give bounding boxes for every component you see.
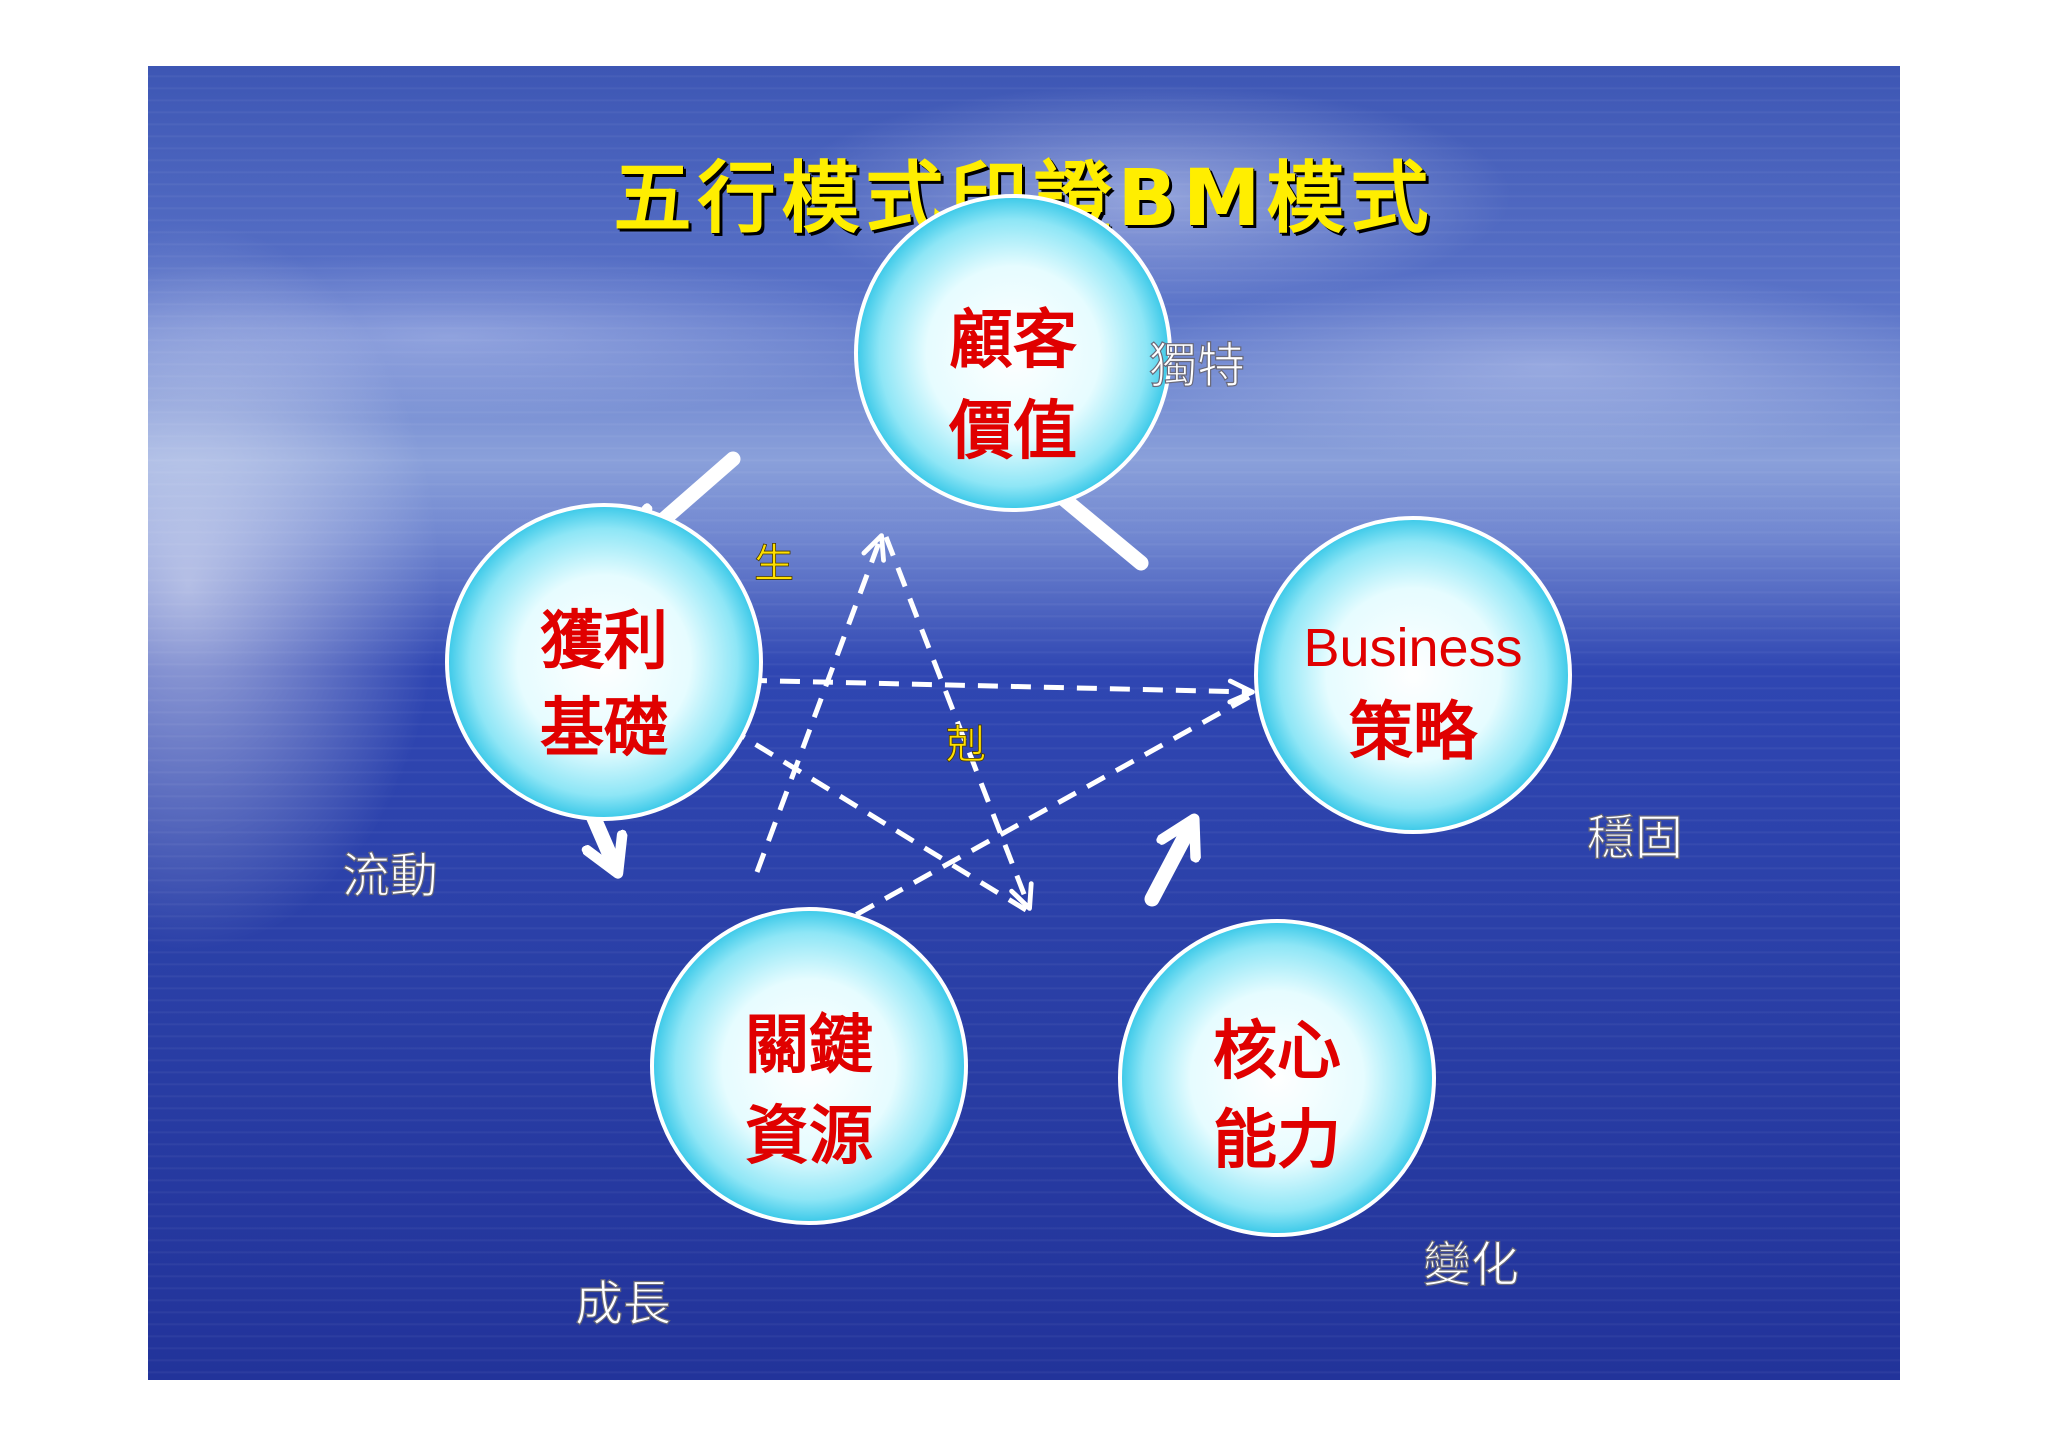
node-customer-value-line1: 顧客 [949, 303, 1077, 378]
slide-background: 五行模式印證BM模式 [148, 66, 1900, 1380]
node-customer-value: 顧客 價值 [856, 196, 1170, 510]
relation-label-restrain: 剋 [946, 722, 986, 768]
node-core-competence-line2: 能力 [1213, 1103, 1341, 1178]
five-elements-diagram: 顧客 價值 獲利 基礎 Business 策略 關鍵 資源 核心 能力 獨特 流… [148, 66, 1900, 1380]
node-business-strategy-line1: Business [1303, 618, 1522, 678]
node-core-competence: 核心 能力 [1120, 921, 1434, 1235]
node-business-strategy-line2: 策略 [1349, 695, 1478, 770]
node-profit-basis-line1: 獲利 [540, 604, 668, 679]
node-core-competence-line1: 核心 [1213, 1014, 1341, 1089]
node-key-resources-line2: 資源 [745, 1099, 873, 1174]
node-key-resources: 關鍵 資源 [652, 909, 966, 1223]
trait-label-stable: 穩固 [1587, 810, 1683, 866]
trait-label-unique: 獨特 [1149, 338, 1245, 394]
relation-label-generate: 生 [754, 541, 794, 587]
trait-label-growth: 成長 [575, 1276, 671, 1332]
trait-label-change: 變化 [1423, 1237, 1519, 1293]
trait-label-flow: 流動 [342, 848, 438, 904]
node-business-strategy: Business 策略 [1256, 518, 1570, 832]
node-profit-basis-line2: 基礎 [540, 691, 668, 766]
node-customer-value-line2: 價值 [948, 394, 1077, 469]
node-key-resources-line1: 關鍵 [745, 1008, 873, 1083]
dashed-arrow-resources-to-customer [757, 537, 881, 872]
node-profit-basis: 獲利 基礎 [447, 505, 761, 819]
arrow-core-to-strategy [1152, 823, 1192, 899]
